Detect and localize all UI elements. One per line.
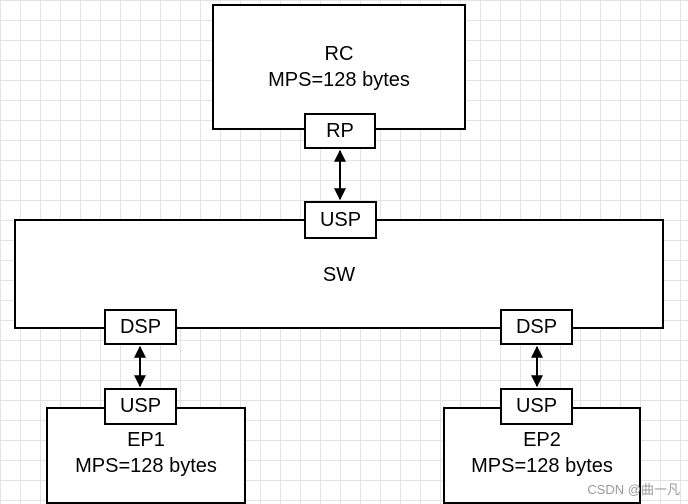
ep2-mps: MPS=128 bytes <box>471 455 613 477</box>
ep1-mps: MPS=128 bytes <box>75 455 217 477</box>
ep2-name: EP2 <box>523 429 561 451</box>
rp-port: RP <box>304 113 376 149</box>
rc-mps: MPS=128 bytes <box>268 69 410 91</box>
sw-name: SW <box>322 264 356 286</box>
sw-dsp-left-port: DSP <box>104 309 177 345</box>
sw-dsp-right-port: DSP <box>500 309 573 345</box>
watermark: CSDN @曲一凡 <box>587 482 680 497</box>
sw-usp-port: USP <box>304 201 377 239</box>
rc-name: RC <box>324 43 354 65</box>
ep1-name: EP1 <box>127 429 165 451</box>
ep1-usp-port: USP <box>104 388 177 425</box>
rc-box <box>212 4 466 130</box>
ep2-usp-port: USP <box>500 388 573 425</box>
